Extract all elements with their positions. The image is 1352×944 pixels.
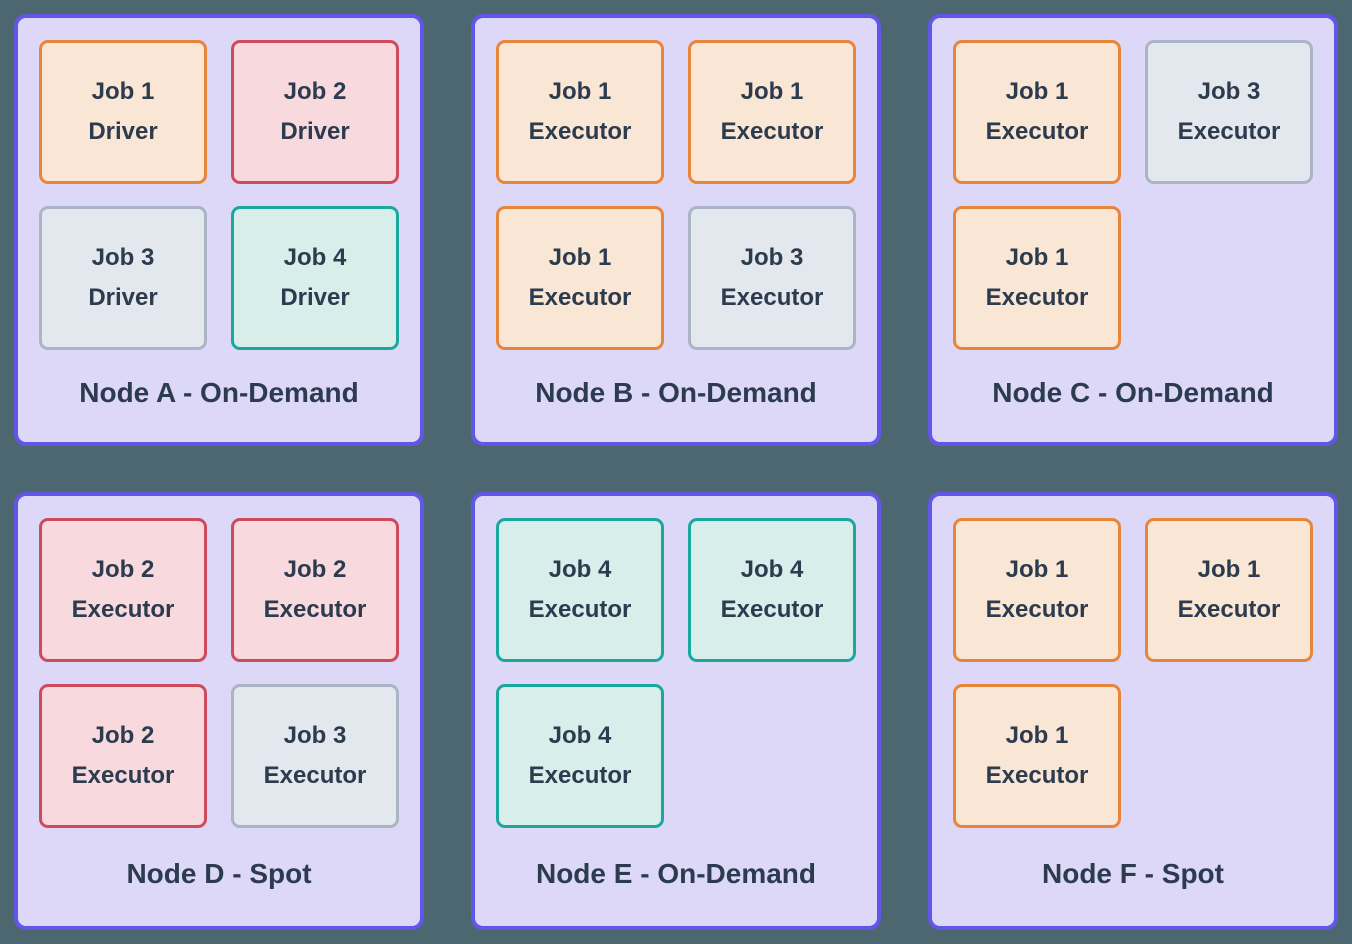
job-title: Job 4 [740, 556, 804, 583]
node-e-jobs: Job 4 Executor Job 4 Executor Job 4 Exec… [496, 518, 856, 828]
job-role: Executor [263, 762, 367, 789]
job-title: Job 3 [1197, 78, 1261, 105]
job-title: Job 1 [1005, 722, 1069, 749]
job-title: Job 3 [283, 722, 347, 749]
job-role: Executor [1177, 118, 1281, 145]
job-box: Job 4 Executor [688, 518, 856, 662]
job-box: Job 1 Executor [1145, 518, 1313, 662]
job-role: Executor [71, 762, 175, 789]
job-box: Job 3 Driver [39, 206, 207, 350]
job-role: Executor [720, 284, 824, 311]
job-role: Executor [71, 596, 175, 623]
job-title: Job 1 [1005, 244, 1069, 271]
job-box: Job 3 Executor [688, 206, 856, 350]
job-box: Job 1 Executor [496, 40, 664, 184]
job-box: Job 1 Driver [39, 40, 207, 184]
node-e: Job 4 Executor Job 4 Executor Job 4 Exec… [471, 492, 881, 930]
node-label: Node E - On-Demand [535, 858, 816, 889]
job-role: Executor [985, 284, 1089, 311]
job-role: Executor [985, 762, 1089, 789]
node-c-jobs: Job 1 Executor Job 3 Executor Job 1 Exec… [953, 40, 1313, 350]
job-title: Job 2 [91, 722, 155, 749]
node-label: Node D - Spot [126, 858, 312, 889]
job-box: Job 1 Executor [953, 40, 1121, 184]
job-title: Job 2 [283, 78, 347, 105]
job-title: Job 1 [1197, 556, 1261, 583]
job-box: Job 4 Executor [496, 684, 664, 828]
job-box: Job 1 Executor [496, 206, 664, 350]
job-title: Job 1 [1005, 556, 1069, 583]
node-f-jobs: Job 1 Executor Job 1 Executor Job 1 Exec… [953, 518, 1313, 828]
node-label: Node B - On-Demand [535, 377, 817, 408]
node-b: Job 1 Executor Job 1 Executor Job 1 Exec… [471, 14, 881, 446]
job-box: Job 1 Executor [953, 518, 1121, 662]
node-f: Job 1 Executor Job 1 Executor Job 1 Exec… [928, 492, 1338, 930]
node-d-jobs: Job 2 Executor Job 2 Executor Job 2 Exec… [39, 518, 399, 828]
node-d: Job 2 Executor Job 2 Executor Job 2 Exec… [14, 492, 424, 930]
job-box: Job 3 Executor [1145, 40, 1313, 184]
job-box: Job 2 Driver [231, 40, 399, 184]
job-title: Job 4 [548, 722, 612, 749]
job-role: Executor [720, 118, 824, 145]
job-title: Job 1 [740, 78, 804, 105]
job-box: Job 4 Driver [231, 206, 399, 350]
job-box: Job 2 Executor [39, 518, 207, 662]
job-role: Executor [263, 596, 367, 623]
job-title: Job 2 [91, 556, 155, 583]
node-label: Node C - On-Demand [992, 377, 1274, 408]
job-box: Job 1 Executor [953, 206, 1121, 350]
job-role: Executor [528, 284, 632, 311]
job-role: Driver [88, 284, 158, 311]
job-title: Job 1 [91, 78, 155, 105]
job-role: Executor [528, 118, 632, 145]
job-title: Job 1 [548, 244, 612, 271]
node-c: Job 1 Executor Job 3 Executor Job 1 Exec… [928, 14, 1338, 446]
job-role: Executor [985, 118, 1089, 145]
job-role: Driver [280, 284, 350, 311]
job-box: Job 2 Executor [231, 518, 399, 662]
job-box: Job 1 Executor [953, 684, 1121, 828]
job-title: Job 4 [548, 556, 612, 583]
job-role: Executor [720, 596, 824, 623]
job-role: Executor [985, 596, 1089, 623]
job-role: Executor [528, 596, 632, 623]
job-title: Job 3 [740, 244, 804, 271]
job-box: Job 2 Executor [39, 684, 207, 828]
job-title: Job 1 [548, 78, 612, 105]
node-label: Node F - Spot [1042, 858, 1224, 889]
node-a-jobs: Job 1 Driver Job 2 Driver Job 3 Driver J… [39, 40, 399, 350]
job-role: Driver [88, 118, 158, 145]
job-box: Job 4 Executor [496, 518, 664, 662]
job-role: Driver [280, 118, 350, 145]
job-title: Job 3 [91, 244, 155, 271]
job-role: Executor [1177, 596, 1281, 623]
node-label: Node A - On-Demand [79, 377, 359, 408]
node-b-jobs: Job 1 Executor Job 1 Executor Job 1 Exec… [496, 40, 856, 350]
job-box: Job 3 Executor [231, 684, 399, 828]
job-box: Job 1 Executor [688, 40, 856, 184]
job-role: Executor [528, 762, 632, 789]
job-title: Job 2 [283, 556, 347, 583]
job-title: Job 4 [283, 244, 347, 271]
job-title: Job 1 [1005, 78, 1069, 105]
node-a: Job 1 Driver Job 2 Driver Job 3 Driver J… [14, 14, 424, 446]
